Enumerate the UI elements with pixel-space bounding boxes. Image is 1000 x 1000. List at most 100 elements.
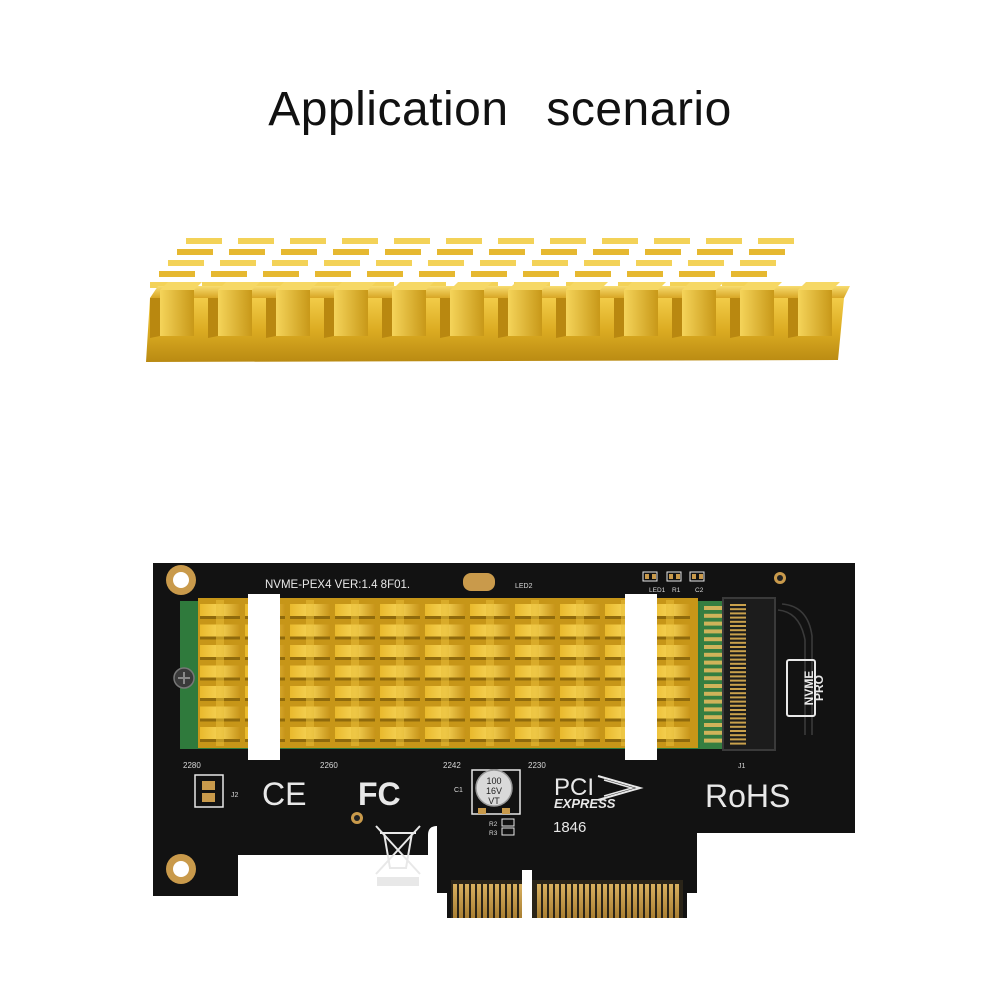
connector-pin — [730, 667, 746, 669]
thermal-strip-right — [625, 594, 657, 760]
ssd-contact — [704, 621, 722, 626]
heatsink-gap — [382, 298, 392, 338]
gold-finger — [603, 884, 607, 918]
connector-pin — [730, 633, 746, 636]
gold-finger — [489, 884, 493, 918]
heatsink-fin-row — [550, 238, 586, 244]
connector-pin — [730, 616, 746, 619]
gold-finger — [465, 884, 469, 918]
led2-label: LED2 — [515, 583, 533, 590]
heatsink-fin — [798, 290, 832, 336]
gold-finger — [639, 884, 643, 918]
connector-pin — [730, 725, 746, 728]
heatsink-fin-top — [160, 282, 202, 290]
connector-pin — [730, 692, 746, 695]
heatsink-fin — [508, 290, 542, 336]
badge-bottom-text: PRO — [812, 675, 826, 701]
heatsink-fin-row — [168, 260, 204, 266]
heatsink-fin — [392, 290, 426, 336]
gold-finger — [627, 884, 631, 918]
heatsink-fin-row — [446, 238, 482, 244]
size-label-2260: 2260 — [320, 761, 338, 770]
heatsink-fin — [624, 290, 658, 336]
heatsink-fin-row — [688, 260, 724, 266]
heatsink-fin-top — [334, 282, 376, 290]
gold-finger — [519, 884, 523, 918]
gold-finger — [573, 884, 577, 918]
heatsink-fin-row — [731, 271, 767, 277]
heatsink-base-front — [146, 298, 844, 362]
heatsink-fin-row — [489, 249, 525, 255]
gold-finger — [615, 884, 619, 918]
heatsink-fin-row — [758, 238, 794, 244]
heatsink-fin-row — [627, 271, 663, 277]
heatsink-fin-row — [159, 271, 195, 277]
heatsink-fin — [334, 290, 368, 336]
ssd-contact — [704, 676, 722, 681]
board-fin-spine — [351, 600, 359, 746]
heatsink-fin-row — [385, 249, 421, 255]
j1-label: J1 — [738, 763, 746, 770]
size-label-2280: 2280 — [183, 761, 201, 770]
pcie-key-notch — [522, 870, 532, 918]
connector-pin — [730, 713, 746, 716]
gold-finger — [663, 884, 667, 918]
thermal-strip-left — [248, 594, 280, 760]
heatsink-fin — [450, 290, 484, 336]
heatsink-fin-top — [740, 282, 782, 290]
gold-finger — [549, 884, 553, 918]
connector-pin — [730, 696, 746, 699]
gold-finger — [675, 884, 679, 918]
heatsink-fin-row — [593, 249, 629, 255]
gold-finger — [579, 884, 583, 918]
heatsink-fin-row — [636, 260, 672, 266]
board-fin-spine — [396, 600, 404, 746]
rohs-mark: RoHS — [705, 778, 790, 814]
heatsink-gap — [672, 298, 682, 338]
gold-finger — [561, 884, 565, 918]
board-fin-spine — [666, 600, 674, 746]
pci-logo-text: PCI — [554, 774, 594, 801]
connector-pin — [730, 700, 746, 703]
heatsink-fin-top — [218, 282, 260, 290]
gold-finger — [633, 884, 637, 918]
heatsink-fin-row — [367, 271, 403, 277]
gold-finger — [609, 884, 613, 918]
connector-pin — [730, 709, 746, 711]
connector-pin — [730, 637, 746, 640]
cap-line-2: 16V — [486, 786, 502, 796]
heatsink-fin-row — [376, 260, 412, 266]
ssd-contact — [704, 715, 722, 720]
heatsink-gap — [614, 298, 624, 338]
connector-pin — [730, 688, 746, 690]
heatsink-fin — [566, 290, 600, 336]
gold-finger — [591, 884, 595, 918]
board-fin-spine — [216, 600, 224, 746]
heatsink-gap — [498, 298, 508, 338]
heatsink-fin-row — [575, 271, 611, 277]
heatsink-fin-top — [682, 282, 724, 290]
gold-finger — [495, 884, 499, 918]
heatsink-fin-row — [394, 238, 430, 244]
ssd-contact — [704, 606, 722, 610]
connector-pin — [730, 675, 746, 678]
heatsink-fin-row — [324, 260, 360, 266]
heatsink-fin — [160, 290, 194, 336]
heatsink-fin-row — [584, 260, 620, 266]
connector-pin — [730, 742, 746, 745]
heatsink-fin-row — [220, 260, 256, 266]
gold-finger — [543, 884, 547, 918]
heatsink-gap — [730, 298, 740, 338]
ssd-contact — [704, 730, 722, 735]
heatsink-base-top — [150, 286, 850, 298]
heatsink-gap — [266, 298, 276, 338]
heatsink-fin-top — [508, 282, 550, 290]
ssd-contact — [704, 629, 722, 634]
heatsink-gap — [556, 298, 566, 338]
gold-finger — [651, 884, 655, 918]
heatsink-fin-top — [798, 282, 840, 290]
connector-pin — [730, 604, 746, 606]
gold-finger — [513, 884, 517, 918]
heatsink-fin-row — [342, 238, 378, 244]
heatsink-fin-top — [392, 282, 434, 290]
